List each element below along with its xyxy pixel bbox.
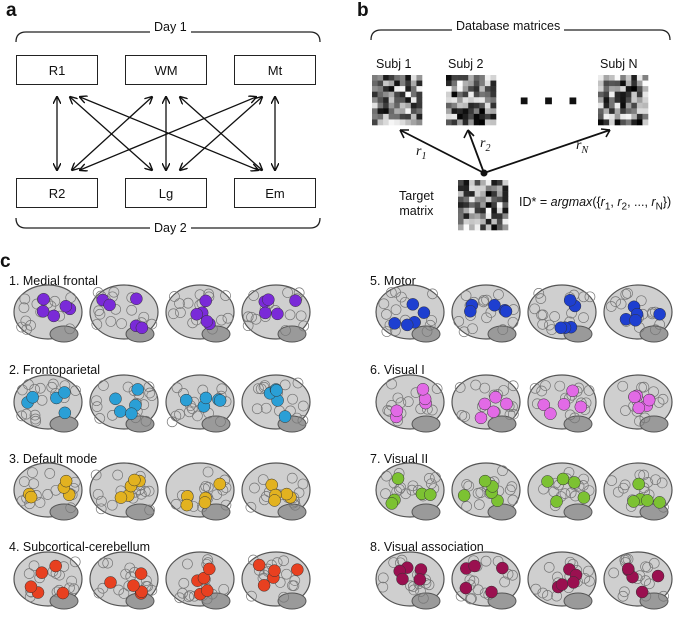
- subjn-label: Subj N: [600, 57, 638, 71]
- brain-net7-view4: [603, 462, 673, 521]
- database-label: Database matrices: [452, 19, 565, 33]
- network-title-4: 4. Subcortical-cerebellum: [9, 540, 151, 554]
- panel-c-label: c: [0, 251, 11, 272]
- panel-a-label: a: [6, 0, 17, 21]
- brain-net4-view2: [89, 551, 159, 610]
- rn-label: rN: [576, 138, 589, 156]
- subjn-matrix: [598, 75, 649, 126]
- brain-net6-view1: [375, 374, 445, 433]
- brain-net3-view2: [89, 462, 159, 521]
- brain-net1-view4: [241, 284, 311, 343]
- panel-b-label: b: [357, 0, 369, 21]
- brain-net1-view3: [165, 284, 235, 343]
- brain-net1-view2: [89, 284, 159, 343]
- ellipsis: ■ ■ ■: [520, 92, 584, 108]
- subj2-label: Subj 2: [448, 57, 484, 71]
- brain-net2-view1: [13, 374, 83, 433]
- box-r1: R1: [16, 55, 98, 85]
- brain-net8-view2: [451, 551, 521, 610]
- arrow-mt-lg: [180, 97, 262, 170]
- box-wm: WM: [125, 55, 207, 85]
- box-r2: R2: [16, 178, 98, 208]
- brain-net5-view4: [603, 284, 673, 343]
- brain-net8-view3: [527, 551, 597, 610]
- network-title-3: 3. Default mode: [9, 452, 98, 466]
- brain-net6-view2: [451, 374, 521, 433]
- brain-net6-view3: [527, 374, 597, 433]
- brain-net7-view1: [375, 462, 445, 521]
- network-title-6: 6. Visual I: [370, 363, 425, 377]
- brain-net3-view1: [13, 462, 83, 521]
- box-mt: Mt: [234, 55, 316, 85]
- network-title-5: 5. Motor: [370, 274, 416, 288]
- day1-label: Day 1: [150, 20, 191, 34]
- target-matrix: [458, 180, 509, 231]
- network-title-1: 1. Medial frontal: [9, 274, 98, 288]
- brain-net3-view3: [165, 462, 235, 521]
- day2-label: Day 2: [150, 221, 191, 235]
- arrow-r2: [467, 129, 485, 174]
- brain-net5-view3: [527, 284, 597, 343]
- brain-net7-view3: [527, 462, 597, 521]
- r1-label: r1: [416, 144, 427, 162]
- r2-label: r2: [480, 136, 491, 154]
- network-title-7: 7. Visual II: [370, 452, 429, 466]
- brain-net4-view3: [165, 551, 235, 610]
- formula: ID* = argmax({r1, r2, ..., rN}): [519, 195, 672, 213]
- box-lg: Lg: [125, 178, 207, 208]
- brain-net8-view4: [603, 551, 673, 610]
- arrow-rn: [483, 129, 611, 174]
- arrow-r1: [399, 129, 485, 174]
- network-title-2: 2. Frontoparietal: [9, 363, 101, 377]
- brain-net5-view2: [451, 284, 521, 343]
- network-title-8: 8. Visual association: [370, 540, 484, 554]
- subj1-label: Subj 1: [376, 57, 412, 71]
- subj1-matrix: [372, 75, 423, 126]
- brain-net1-view1: [13, 284, 83, 343]
- brain-net2-view2: [89, 374, 159, 433]
- brain-net2-view3: [165, 374, 235, 433]
- brain-net7-view2: [451, 462, 521, 521]
- brain-net4-view4: [241, 551, 311, 610]
- subj2-matrix: [446, 75, 497, 126]
- brain-net4-view1: [13, 551, 83, 610]
- brain-net2-view4: [241, 374, 311, 433]
- brain-net3-view4: [241, 462, 311, 521]
- target-node: [480, 169, 488, 177]
- brain-net6-view4: [603, 374, 673, 433]
- brain-net5-view1: [375, 284, 445, 343]
- box-em: Em: [234, 178, 316, 208]
- brain-net8-view1: [375, 551, 445, 610]
